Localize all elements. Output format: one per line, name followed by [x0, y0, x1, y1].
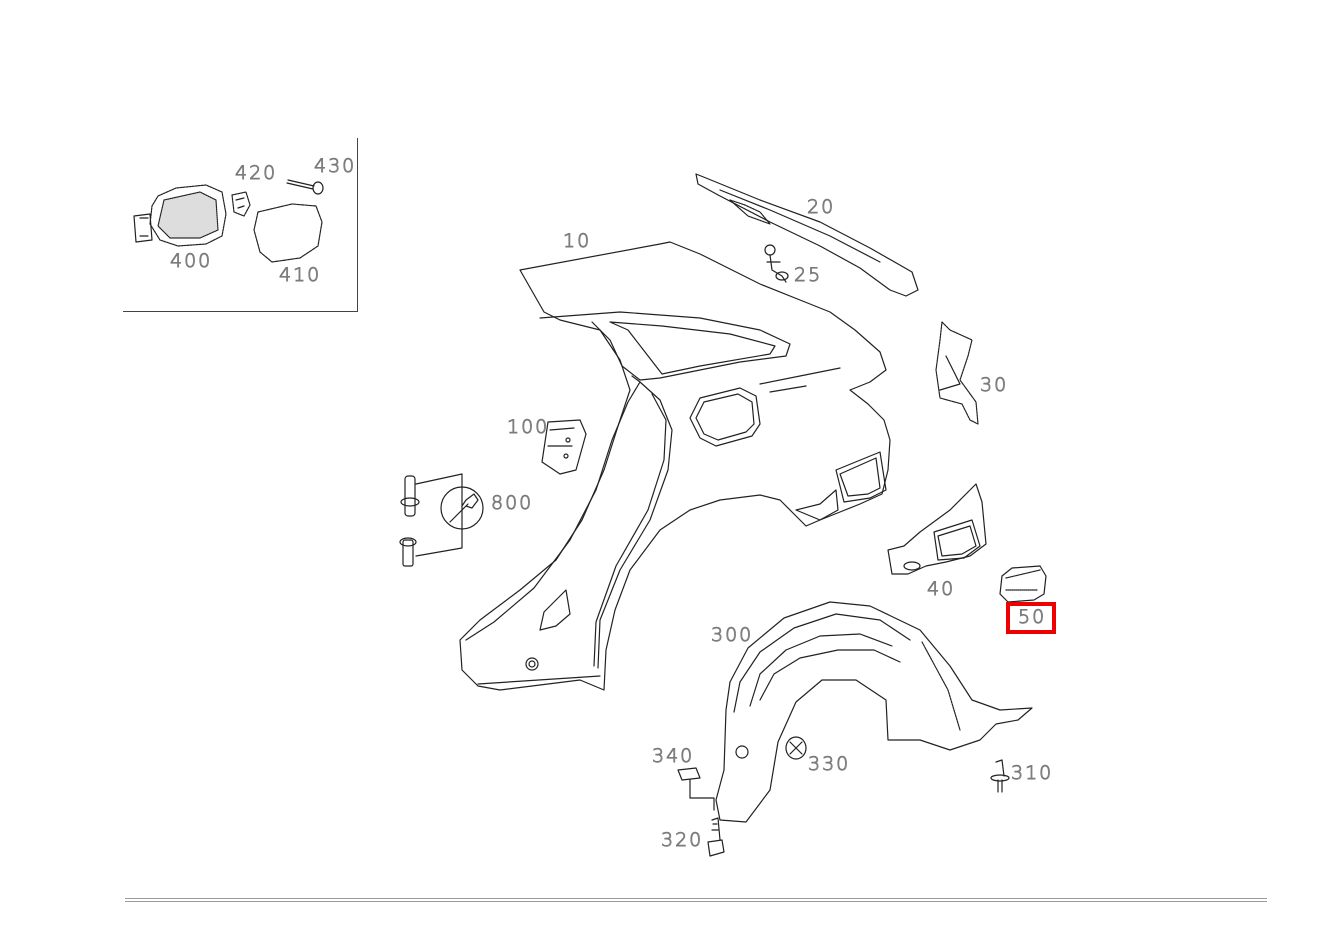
wheel-housing-liner-300[interactable]	[715, 601, 1033, 823]
part-label-410[interactable]: 410	[279, 264, 322, 286]
fuel-filler-inset	[123, 138, 358, 312]
part-label-10[interactable]: 10	[563, 230, 592, 252]
part-label-25[interactable]: 25	[794, 264, 823, 286]
part-label-300[interactable]: 300	[711, 624, 754, 646]
part-label-50-highlighted[interactable]: 50	[1006, 602, 1057, 634]
part-label-420[interactable]: 420	[235, 162, 278, 184]
fuel-filler-housing-400[interactable]	[133, 184, 227, 247]
part-label-30[interactable]: 30	[980, 374, 1009, 396]
clip-310[interactable]	[990, 759, 1010, 793]
part-label-340[interactable]: 340	[652, 745, 695, 767]
part-label-100[interactable]: 100	[507, 416, 550, 438]
clip-330[interactable]	[785, 736, 807, 760]
roof-rail-trim-20[interactable]	[695, 173, 919, 297]
part-label-400[interactable]: 400	[170, 250, 213, 272]
tail-lamp-panel-40[interactable]	[887, 483, 987, 575]
part-label-430[interactable]: 430	[314, 155, 357, 177]
reflector-50[interactable]	[999, 565, 1047, 603]
filler-pin-430[interactable]	[286, 179, 324, 195]
quarter-panel-lamp-recess	[795, 451, 887, 521]
quarter-panel-10[interactable]	[459, 241, 891, 691]
part-label-40[interactable]: 40	[927, 578, 956, 600]
part-label-800[interactable]: 800	[491, 492, 534, 514]
clip-340[interactable]	[677, 767, 715, 811]
screw-320[interactable]	[707, 817, 725, 857]
bracket-100[interactable]	[541, 419, 587, 475]
filler-hinge-420[interactable]	[231, 191, 251, 217]
part-label-310[interactable]: 310	[1011, 762, 1054, 784]
footer-divider	[125, 898, 1267, 902]
part-label-330[interactable]: 330	[808, 753, 851, 775]
clip-25[interactable]	[764, 244, 789, 283]
bracket-30[interactable]	[935, 321, 979, 425]
fastener-set-800[interactable]	[399, 473, 484, 567]
part-label-20[interactable]: 20	[807, 196, 836, 218]
wrench-icon	[449, 493, 479, 523]
part-label-320[interactable]: 320	[661, 829, 704, 851]
filler-flap-410[interactable]	[253, 203, 323, 263]
